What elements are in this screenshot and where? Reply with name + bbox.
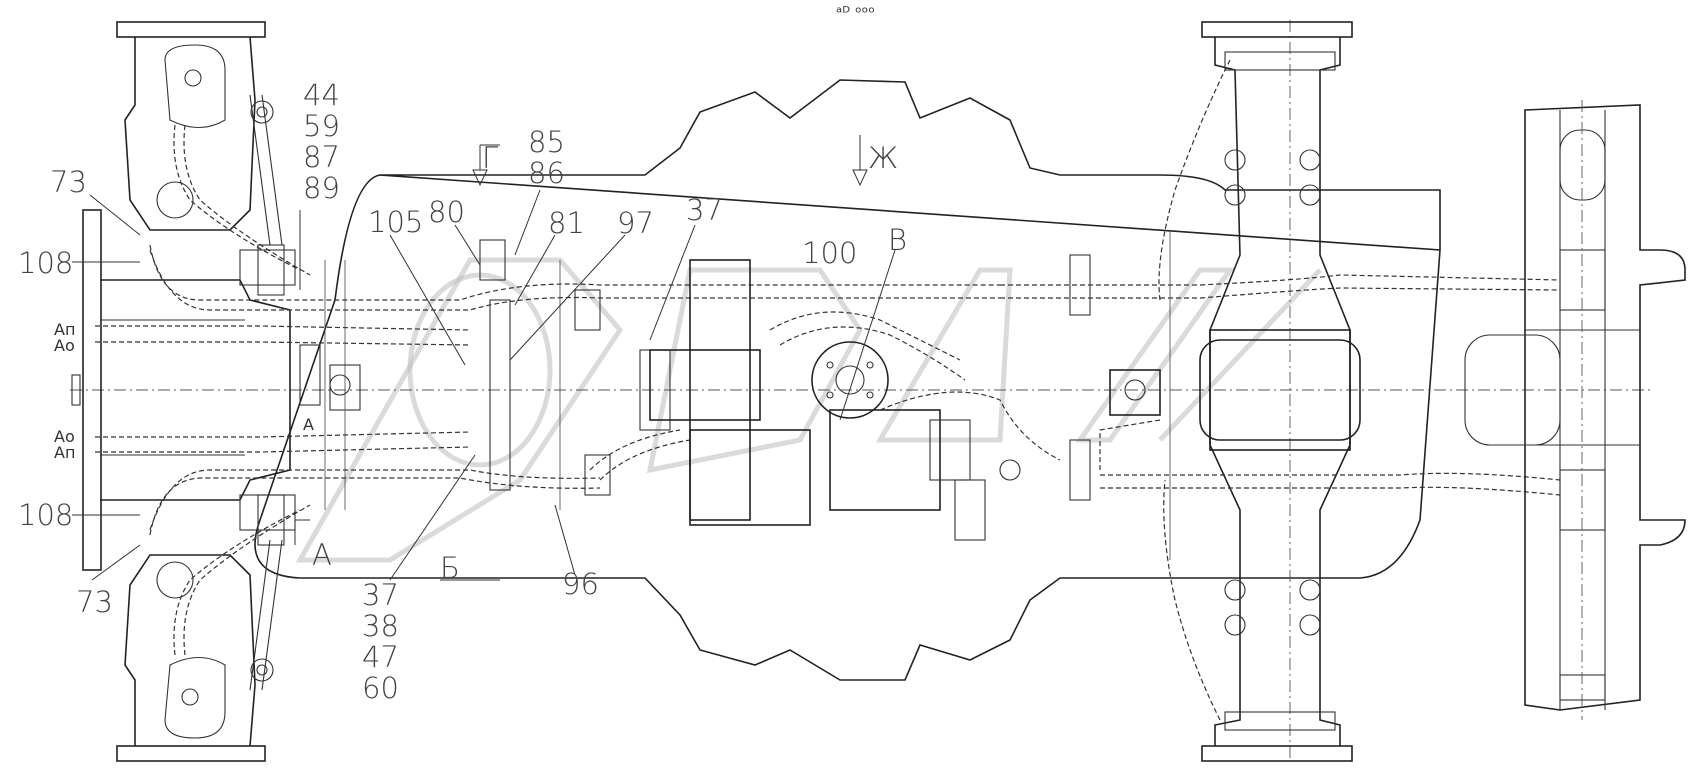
callout-37: 37	[362, 578, 399, 612]
callout-100: 100	[802, 236, 857, 270]
view-a: А	[312, 538, 332, 572]
callout-73-bottom: 73	[76, 585, 113, 619]
view-b: Б	[440, 551, 460, 585]
callout-108-top: 108	[18, 246, 73, 280]
view-a2: А	[303, 415, 314, 434]
callout-96: 96	[562, 567, 599, 601]
watermark	[295, 257, 1322, 563]
callout-47: 47	[362, 640, 399, 674]
callout-73-top: 73	[50, 165, 87, 199]
frame-gear-outline	[254, 79, 1441, 681]
callout-86: 86	[528, 156, 565, 190]
callout-59: 59	[303, 109, 340, 143]
callout-87: 87	[303, 140, 340, 174]
left-hoses	[95, 124, 1000, 656]
valve-block-left	[299, 239, 671, 510]
callout-44: 44	[303, 78, 340, 112]
port-an-top: Ап	[54, 320, 75, 339]
port-ao-bottom: Ао	[54, 427, 75, 446]
right-frame-rail	[1464, 100, 1686, 720]
header-mark: ᵃᴰ ᵒᵒᵒ	[836, 3, 875, 22]
right-side-assembly	[1000, 59, 1561, 721]
view-zh: Ж	[868, 141, 898, 175]
callout-85: 85	[528, 125, 565, 159]
callout-80: 80	[428, 195, 465, 229]
callout-81: 81	[548, 206, 585, 240]
callout-37-top: 37	[686, 193, 723, 227]
leader-lines	[72, 135, 896, 581]
pump-assembly	[589, 259, 1061, 541]
port-an-bottom: Ап	[54, 443, 75, 462]
left-axle	[71, 21, 296, 762]
callout-108-bottom: 108	[18, 498, 73, 532]
callout-38: 38	[362, 609, 399, 643]
right-axle	[1199, 21, 1361, 762]
view-g: Г	[482, 141, 498, 175]
view-v: В	[888, 223, 907, 257]
callout-97: 97	[617, 206, 654, 240]
callout-89: 89	[303, 171, 340, 205]
callout-60: 60	[362, 671, 399, 705]
callout-105: 105	[368, 205, 423, 239]
port-ao-top: Ао	[54, 336, 75, 355]
